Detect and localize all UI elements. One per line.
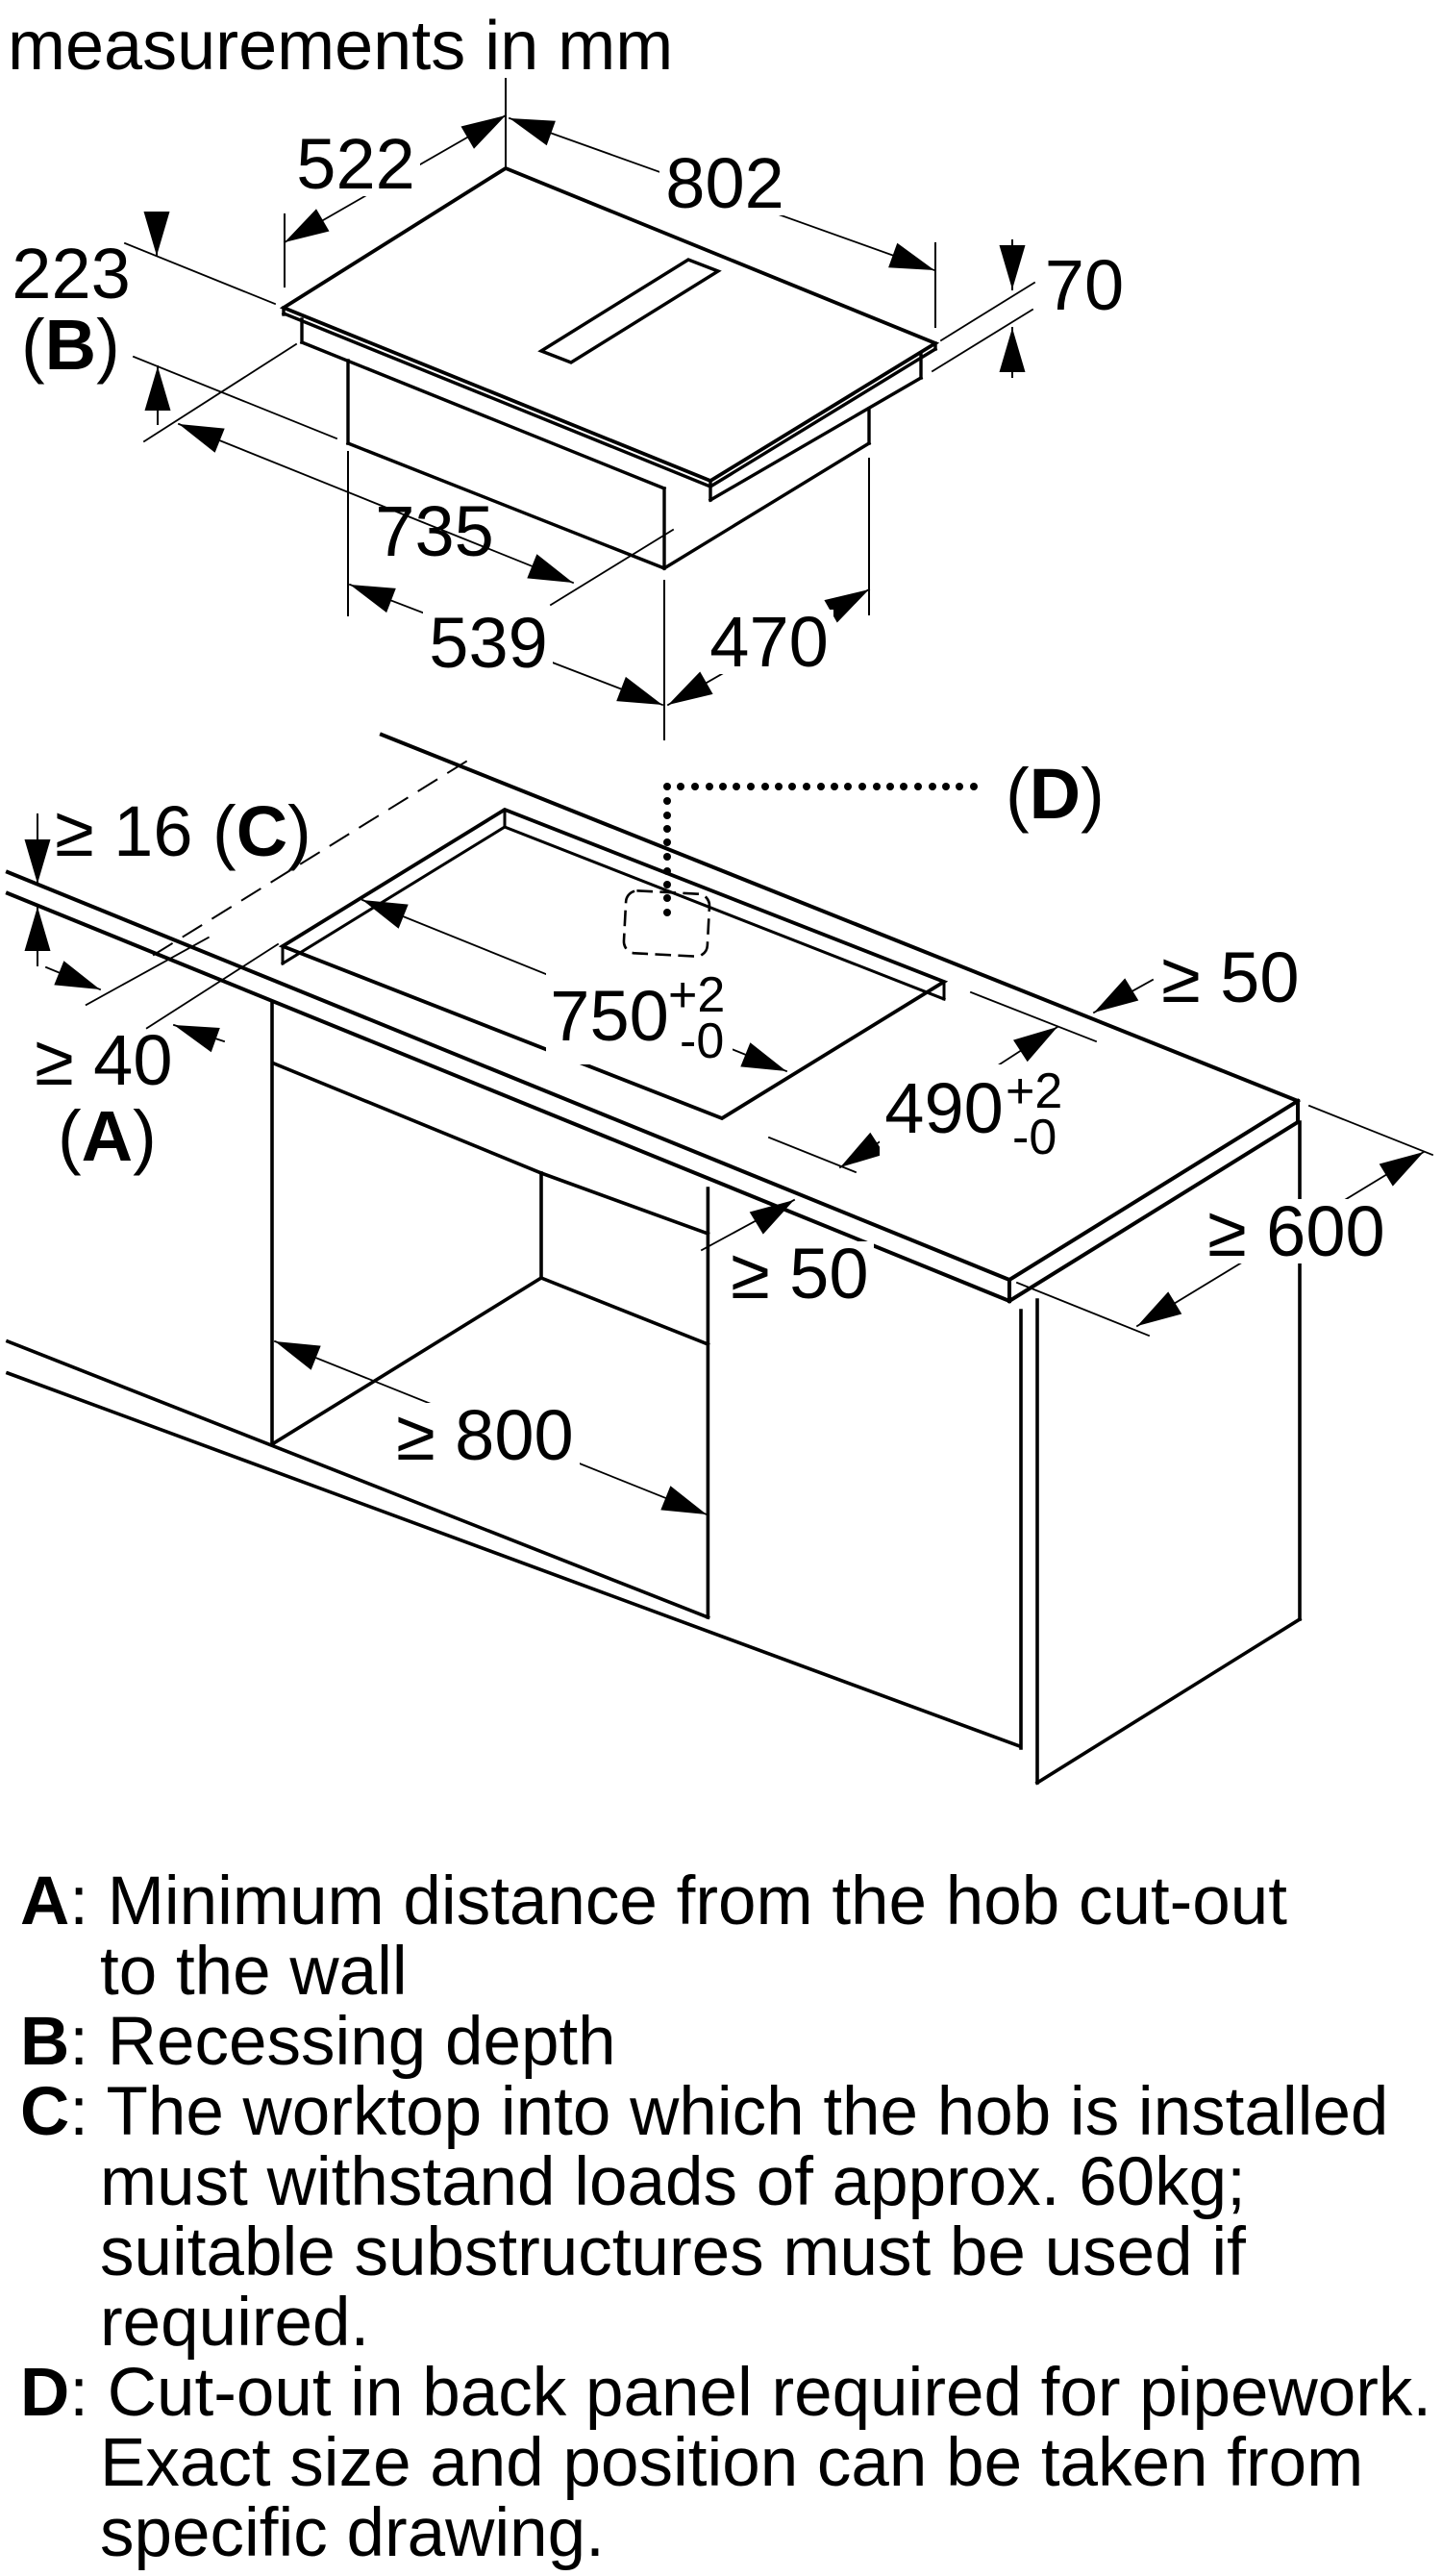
svg-text:522: 522 [296, 124, 414, 204]
svg-text:specific drawing.: specific drawing. [100, 2495, 605, 2571]
svg-text:+2: +2 [1006, 1063, 1062, 1119]
svg-text:measurements in mm: measurements in mm [8, 8, 673, 85]
svg-text:802: 802 [665, 143, 783, 223]
svg-text:≥ 40: ≥ 40 [35, 1020, 172, 1100]
svg-text:): ) [287, 791, 311, 871]
svg-text:539: 539 [429, 603, 547, 683]
svg-text:C: C [236, 791, 287, 871]
svg-text:≥ 50: ≥ 50 [1161, 938, 1299, 1017]
svg-text:D: D [1030, 754, 1081, 834]
svg-text:A: A [82, 1096, 133, 1176]
svg-text:must withstand loads of approx: must withstand loads of approx. 60kg; [100, 2144, 1246, 2220]
svg-text:D: D [20, 2355, 69, 2431]
svg-text:750: 750 [550, 976, 668, 1056]
svg-text:-0: -0 [680, 1013, 724, 1069]
svg-text:: Minimum distance from the ho: : Minimum distance from the hob cut-out [69, 1863, 1287, 1939]
svg-text:B: B [20, 2004, 69, 2080]
svg-text:+2: +2 [668, 967, 725, 1023]
svg-text:≥ 800: ≥ 800 [396, 1395, 574, 1475]
svg-text:to the wall: to the wall [100, 1934, 408, 2010]
svg-text:): ) [96, 305, 120, 385]
svg-text:): ) [133, 1096, 157, 1176]
svg-text:(: ( [1006, 754, 1030, 834]
svg-text:≥ 600: ≥ 600 [1207, 1191, 1385, 1271]
svg-text:Exact size and position can be: Exact size and position can be taken fro… [100, 2425, 1363, 2501]
svg-text:): ) [1081, 754, 1105, 834]
svg-text:: The worktop into which the h: : The worktop into which the hob is inst… [69, 2074, 1388, 2150]
svg-text:223: 223 [12, 234, 130, 313]
svg-text:suitable substructures must be: suitable substructures must be used if [100, 2214, 1246, 2290]
svg-text:A: A [20, 1863, 69, 1939]
svg-text:490: 490 [884, 1068, 1003, 1148]
svg-text:(: ( [21, 305, 45, 385]
svg-text:required.: required. [100, 2285, 369, 2361]
svg-text:≥ 16 (: ≥ 16 ( [55, 791, 236, 871]
svg-text:-0: -0 [1012, 1110, 1057, 1165]
svg-text:470: 470 [709, 602, 828, 682]
svg-text:: Cut-out in back panel requir: : Cut-out in back panel required for pip… [69, 2355, 1431, 2431]
svg-text:≥ 50: ≥ 50 [731, 1234, 868, 1313]
svg-text:735: 735 [375, 491, 493, 571]
svg-text:70: 70 [1045, 245, 1124, 325]
svg-text:: Recessing depth: : Recessing depth [69, 2004, 615, 2080]
svg-text:(: ( [58, 1096, 82, 1176]
svg-text:C: C [20, 2074, 69, 2150]
svg-text:B: B [45, 305, 96, 385]
